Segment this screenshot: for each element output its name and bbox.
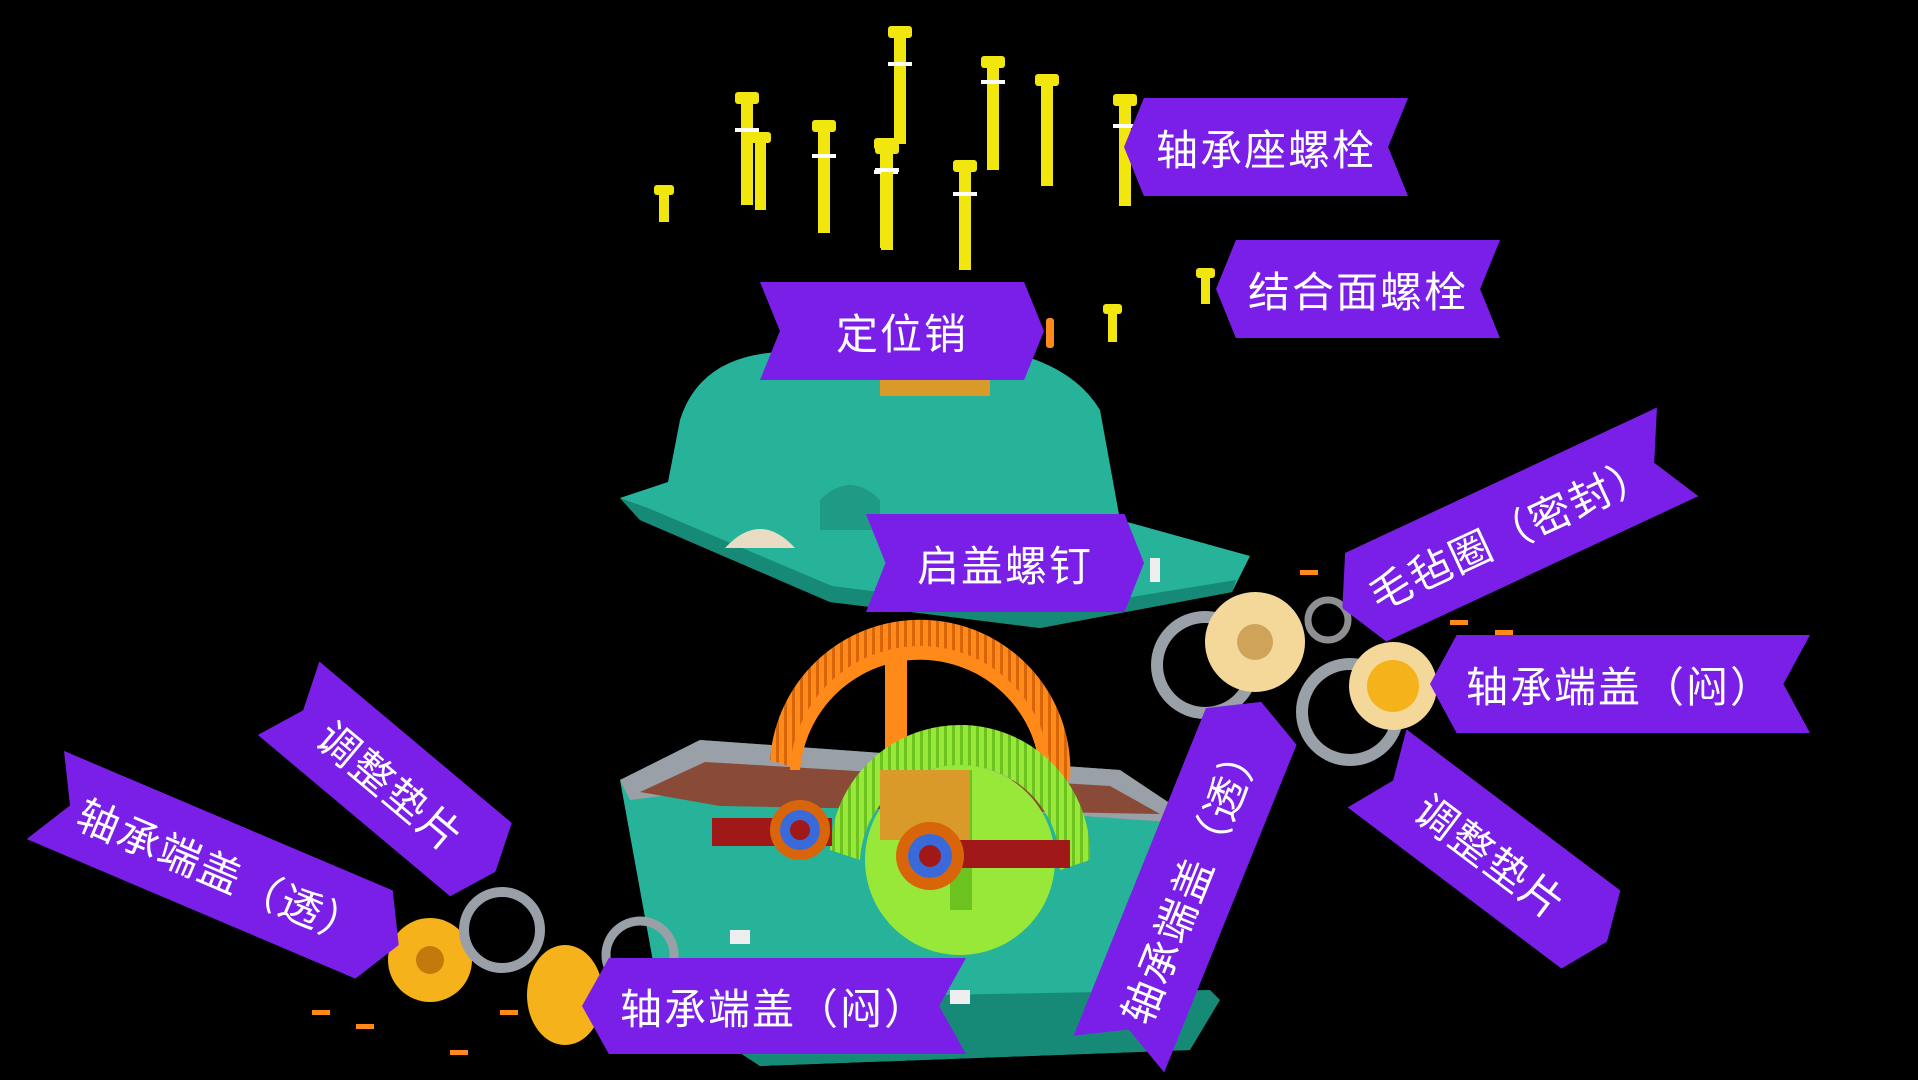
bolt: [735, 92, 759, 205]
output-shaft: [896, 822, 1070, 890]
bolt: [888, 26, 912, 144]
locating-pin: [1046, 318, 1054, 348]
bolt: [875, 142, 899, 250]
bolt: [1103, 304, 1122, 342]
right-bearing-parts: [1151, 570, 1513, 766]
bolt: [812, 120, 836, 233]
bearing-seat-bolts: [654, 26, 1137, 270]
label-bearing-seat-bolt: 轴承座螺栓: [1124, 98, 1408, 196]
closed-end-cover: [527, 945, 603, 1045]
label-jack-screw: 启盖螺钉: [866, 514, 1144, 612]
left-bearing-parts: [312, 887, 679, 1055]
bolt: [953, 160, 977, 270]
felt-ring: [1304, 596, 1352, 644]
bolt: [1196, 268, 1215, 304]
bolt: [1113, 94, 1137, 206]
bolt: [1035, 74, 1059, 186]
gasket: [459, 887, 545, 973]
label-locating-pin: 定位销: [760, 282, 1044, 380]
label-bearing-cover-closed-right: 轴承端盖（闷）: [1430, 635, 1810, 733]
joint-face-bolts: [1103, 268, 1215, 342]
input-shaft: [712, 800, 832, 860]
bolt: [981, 56, 1005, 170]
bolt: [750, 132, 771, 210]
label-bearing-cover-closed-bottom: 轴承端盖（闷）: [582, 958, 966, 1054]
bolt: [654, 185, 674, 222]
label-joint-face-bolt: 结合面螺栓: [1216, 240, 1500, 338]
